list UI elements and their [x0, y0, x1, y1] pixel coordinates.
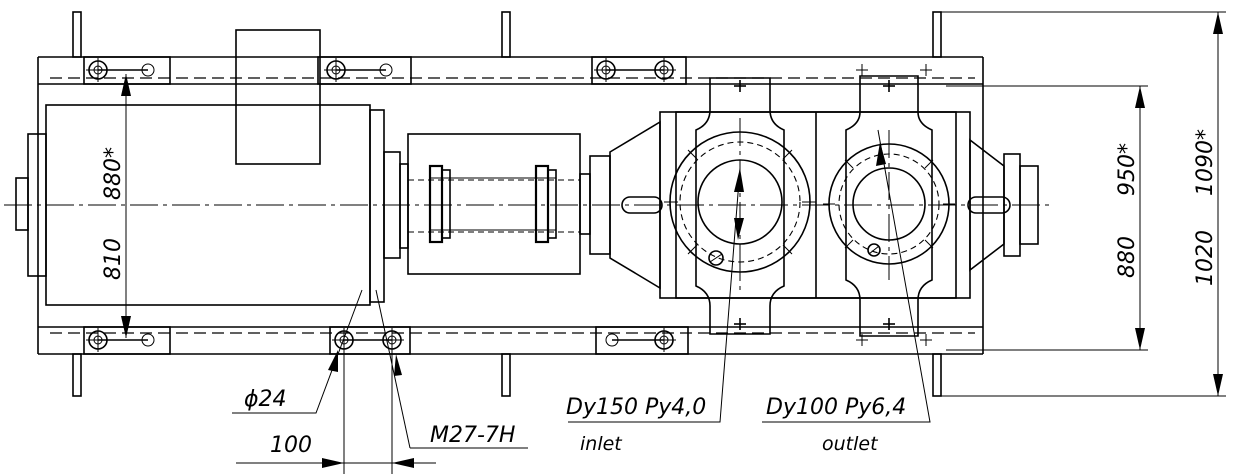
dimension-lines [121, 11, 1226, 474]
dim-1090: 1090* [1193, 129, 1218, 196]
outlet-spec: Dy100 Py6,4 [766, 395, 906, 420]
coupling [407, 133, 591, 275]
dim-880-right: 880 [1115, 236, 1140, 278]
inlet-spec: Dy150 Py4,0 [566, 395, 706, 420]
bolt-holes [86, 58, 676, 352]
inlet-label: inlet [580, 433, 623, 455]
electric-motor [15, 29, 409, 306]
dim-diameter-24: ϕ24 [244, 387, 287, 412]
dim-880-left: 880* [101, 147, 126, 200]
thread-spec: M27-7H [430, 423, 515, 448]
leader-lines [232, 129, 931, 449]
frame-legs [72, 11, 942, 397]
dim-1020: 1020 [1193, 230, 1218, 286]
dim-950: 950* [1115, 143, 1140, 196]
frame-marks [856, 64, 932, 346]
dim-100: 100 [270, 433, 312, 458]
outlet-label: outlet [822, 433, 879, 455]
center-lines [4, 118, 1054, 290]
dim-810: 810 [101, 238, 126, 280]
